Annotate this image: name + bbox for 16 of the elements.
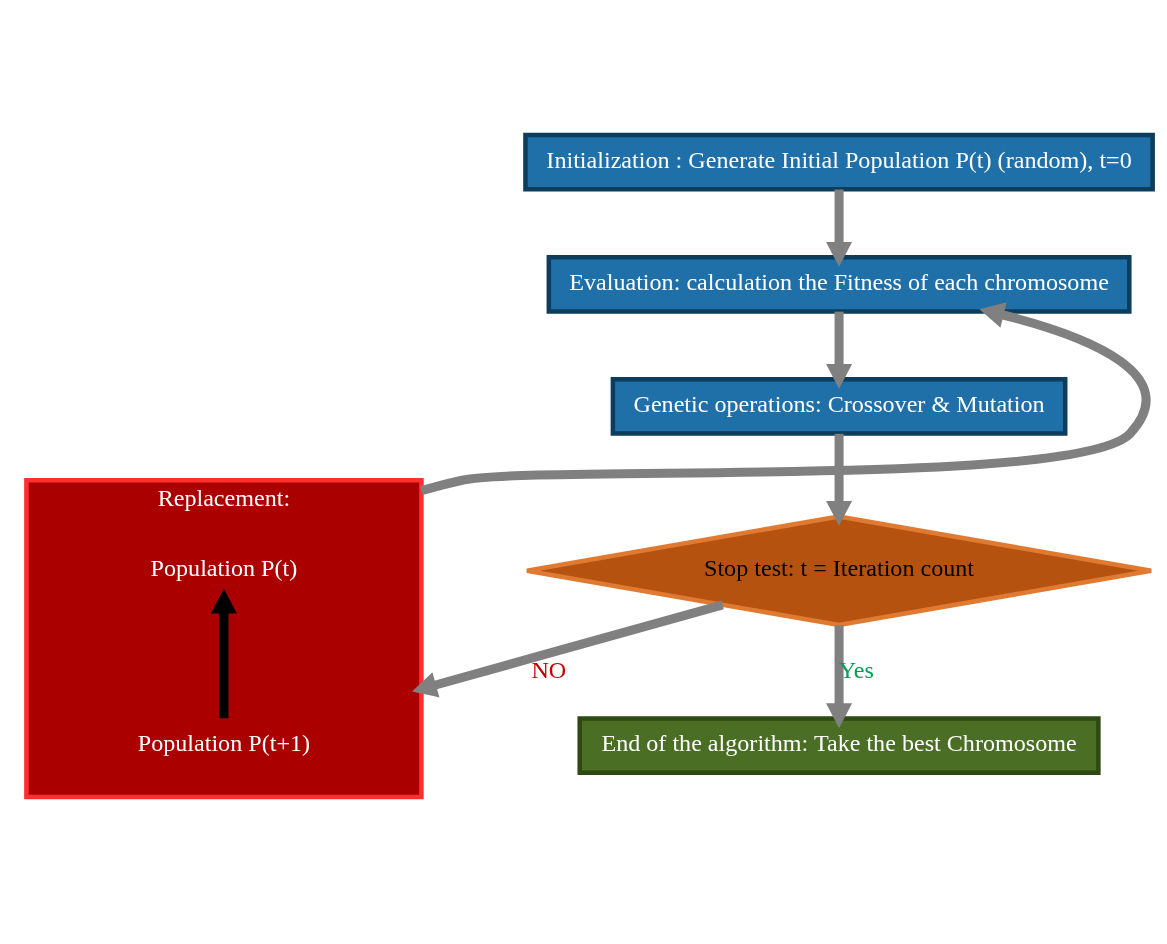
arrow	[826, 625, 853, 729]
arrow	[826, 433, 853, 526]
node-box: End of the algorithm: Take the best Chromosome	[577, 716, 1101, 776]
arrow	[210, 588, 237, 719]
arrow	[826, 311, 853, 389]
node-box: Initialization : Generate Initial Population P(t) (random), t=0	[523, 132, 1155, 192]
arrow	[412, 600, 724, 698]
arrow	[826, 189, 853, 267]
node-text: Population P(t)	[150, 555, 298, 582]
arrow	[420, 302, 1151, 495]
node-box: Genetic operations: Crossover & Mutation	[610, 377, 1068, 436]
edge-label: NO	[531, 656, 567, 683]
edge-label: Yes	[838, 656, 874, 683]
node-box: Evaluation: calculation the Fitness of each chromosome	[546, 254, 1132, 314]
node-text: Population P(t+1)	[137, 730, 311, 757]
node-diamond: Stop test: t = Iteration count	[524, 514, 1154, 628]
